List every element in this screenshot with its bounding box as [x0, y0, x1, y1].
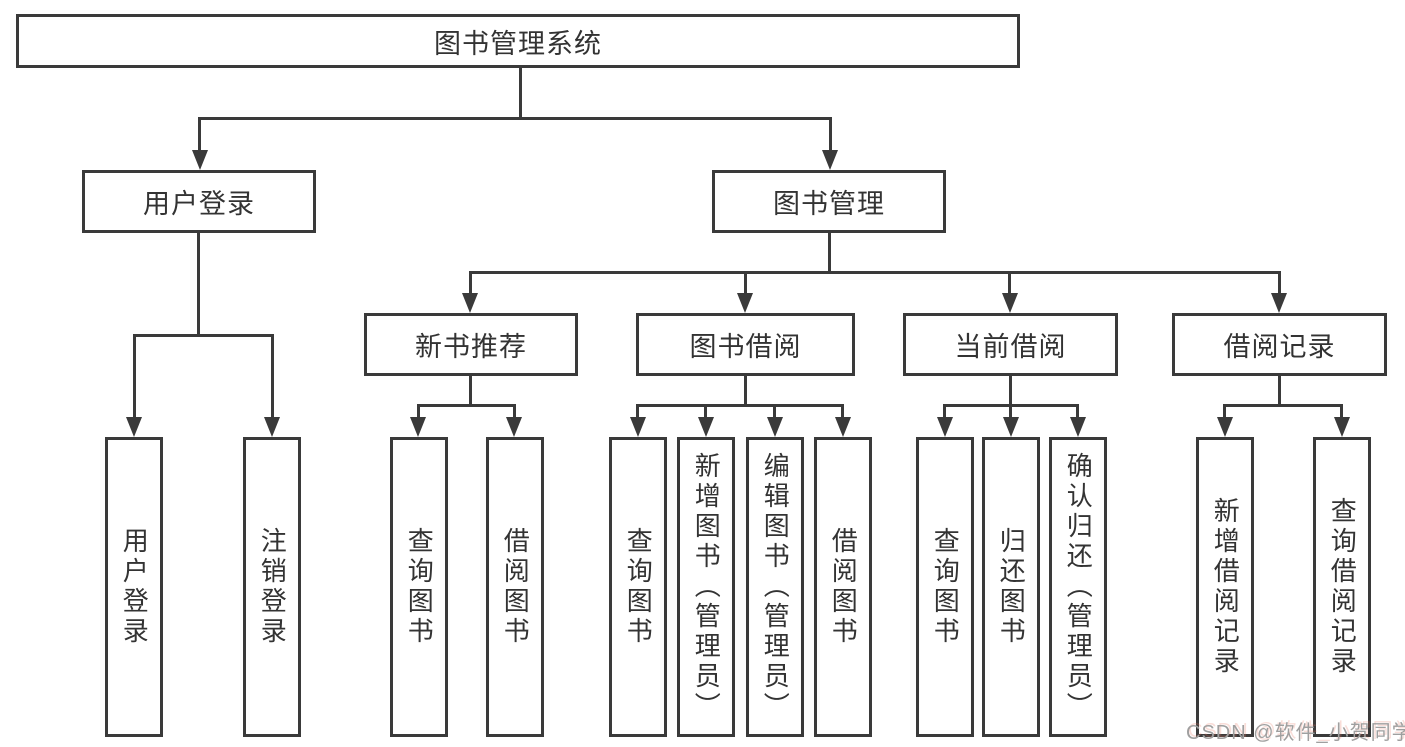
- connector-currborrow-stub: [1009, 376, 1012, 407]
- node-label: 图书借阅: [689, 332, 802, 362]
- node-label: 查询图书: [623, 527, 654, 647]
- node-label: 新书推荐: [415, 332, 527, 362]
- node-label: 借阅图书: [500, 527, 531, 647]
- connector-newbook-hline: [417, 404, 516, 407]
- arrow-down-icon: [264, 417, 280, 437]
- arrow-down-icon: [1003, 417, 1019, 437]
- arrow-down-icon: [1217, 417, 1233, 437]
- arrow-stem: [133, 334, 136, 424]
- arrow-down-icon: [835, 417, 851, 437]
- connector-bookborrow-hline: [636, 404, 844, 407]
- arrow-down-icon: [1002, 293, 1018, 313]
- connector-records-stub: [1278, 376, 1281, 407]
- connector-records-hline: [1223, 404, 1343, 407]
- node-label: 注销登录: [257, 527, 288, 647]
- arrow-down-icon: [126, 417, 142, 437]
- node-label: 借阅图书: [828, 527, 859, 647]
- arrow-stem: [513, 404, 516, 424]
- arrow-stem: [1009, 404, 1012, 424]
- connector-newbook-stub: [469, 376, 472, 407]
- arrow-stem: [1223, 404, 1226, 424]
- node-label: 图书管理: [773, 189, 885, 219]
- node-query-books-current: 查询图书: [916, 437, 974, 737]
- arrow-stem: [636, 404, 639, 424]
- node-borrow-books: 借阅图书: [814, 437, 872, 737]
- node-query-borrow-record: 查询借阅记录: [1313, 437, 1371, 737]
- arrow-stem: [271, 334, 274, 424]
- node-book-borrow: 图书借阅: [636, 313, 855, 376]
- node-label: 编辑图书（管理员）: [760, 452, 791, 722]
- arrow-down-icon: [506, 417, 522, 437]
- arrow-down-icon: [462, 293, 478, 313]
- connector-level1-hline: [198, 117, 832, 120]
- arrow-down-icon: [1334, 417, 1350, 437]
- node-label: 用户登录: [143, 189, 255, 219]
- connector-userlogin-stub: [197, 233, 200, 337]
- node-confirm-return-admin: 确认归还（管理员）: [1049, 437, 1107, 737]
- node-current-borrow: 当前借阅: [903, 313, 1118, 376]
- arrow-down-icon: [698, 417, 714, 437]
- connector-bookborrow-stub: [744, 376, 747, 407]
- arrow-down-icon: [737, 293, 753, 313]
- arrow-down-icon: [937, 417, 953, 437]
- arrow-stem: [829, 117, 832, 157]
- node-label: 用户登录: [119, 527, 150, 647]
- node-user-login-leaf: 用户登录: [105, 437, 163, 737]
- arrow-down-icon: [1070, 417, 1086, 437]
- arrow-stem: [704, 404, 707, 424]
- node-label: 新增图书（管理员）: [691, 452, 722, 722]
- node-add-borrow-record: 新增借阅记录: [1196, 437, 1254, 737]
- arrow-down-icon: [410, 417, 426, 437]
- arrow-stem: [1340, 404, 1343, 424]
- arrow-down-icon: [192, 150, 208, 170]
- arrow-stem: [773, 404, 776, 424]
- arrow-stem: [417, 404, 420, 424]
- arrow-down-icon: [767, 417, 783, 437]
- node-user-login: 用户登录: [82, 170, 316, 233]
- connector-bookmgmt-stub: [828, 233, 831, 274]
- node-new-book-recommend: 新书推荐: [364, 313, 578, 376]
- node-label: 借阅记录: [1223, 332, 1336, 362]
- node-label: 图书管理系统: [434, 28, 602, 59]
- node-edit-books-admin: 编辑图书（管理员）: [746, 437, 804, 737]
- node-label: 新增借阅记录: [1210, 497, 1241, 677]
- connector-root-stub: [519, 68, 522, 118]
- arrow-stem: [1278, 271, 1281, 301]
- arrow-stem: [469, 271, 472, 301]
- arrow-stem: [198, 117, 201, 157]
- node-label: 当前借阅: [954, 332, 1067, 362]
- node-add-books-admin: 新增图书（管理员）: [677, 437, 735, 737]
- node-label: 确认归还（管理员）: [1063, 452, 1094, 722]
- connector-bookmgmt-hline: [469, 271, 1281, 274]
- node-label: 查询图书: [930, 527, 961, 647]
- arrow-down-icon: [630, 417, 646, 437]
- arrow-down-icon: [1271, 293, 1287, 313]
- arrow-stem: [943, 404, 946, 424]
- node-label: 查询借阅记录: [1327, 497, 1358, 677]
- node-query-books-recommend: 查询图书: [390, 437, 448, 737]
- csdn-watermark: CSDN @软件_小贺同学: [1186, 722, 1405, 744]
- connector-userlogin-hline: [133, 334, 274, 337]
- node-label: 查询图书: [404, 527, 435, 647]
- node-book-management: 图书管理: [712, 170, 946, 233]
- arrow-stem: [1008, 271, 1011, 301]
- arrow-stem: [744, 271, 747, 301]
- node-library-system: 图书管理系统: [16, 14, 1020, 68]
- arrow-stem: [841, 404, 844, 424]
- arrow-stem: [1076, 404, 1079, 424]
- node-borrow-records: 借阅记录: [1172, 313, 1387, 376]
- node-return-books: 归还图书: [982, 437, 1040, 737]
- node-logout: 注销登录: [243, 437, 301, 737]
- node-query-books-borrow: 查询图书: [609, 437, 667, 737]
- arrow-down-icon: [822, 150, 838, 170]
- node-label: 归还图书: [996, 527, 1027, 647]
- node-borrow-books-recommend: 借阅图书: [486, 437, 544, 737]
